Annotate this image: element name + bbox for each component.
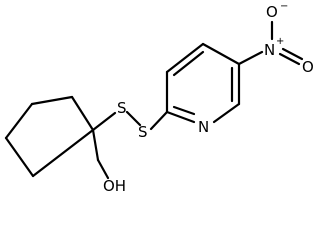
bond-cp-2	[30, 95, 74, 106]
pyridine-nitrogen-label: N	[198, 118, 209, 136]
bond-cp-3	[4, 102, 34, 140]
bond-s2-c2	[149, 110, 169, 131]
bond-c3-c4-double	[172, 50, 205, 77]
bond-c1-s1	[91, 111, 117, 132]
bond-cp-5	[31, 128, 95, 178]
bond-nitro-o-right-1	[278, 52, 301, 66]
nitro-nitrogen-charge: +	[276, 36, 284, 47]
bond-cp-1	[70, 95, 95, 132]
bond-cp-4	[4, 136, 35, 178]
bond-n-c2	[165, 110, 196, 124]
bond-c6-n	[212, 102, 241, 124]
bond-c1-ch2	[91, 128, 100, 162]
bond-c5-nitro	[237, 50, 264, 66]
bond-c4-c5	[201, 42, 241, 66]
bond-c3-c4	[165, 42, 205, 74]
bond-s1-s2	[125, 110, 142, 127]
nitro-oxygen-right-label: O	[302, 58, 314, 76]
chemical-structure-diagram: OH S S N N + O − O	[4, 1, 314, 195]
sulfur-2-label: S	[138, 123, 148, 141]
nitro-nitrogen-label: N	[264, 41, 275, 59]
nitro-oxygen-top-label: O	[266, 3, 278, 21]
bond-ch2-oh	[96, 158, 110, 180]
molecule-canvas: OH S S N N + O − O	[4, 1, 314, 195]
bond-n-c2-double	[172, 105, 196, 116]
sulfur-1-label: S	[117, 99, 127, 117]
hydroxyl-label: OH	[103, 177, 126, 195]
pyridine-ring	[165, 42, 241, 124]
bond-nitro-o-right-2	[281, 47, 304, 61]
cyclopentane-ring	[4, 95, 95, 178]
nitro-oxygen-top-charge: −	[280, 1, 288, 12]
